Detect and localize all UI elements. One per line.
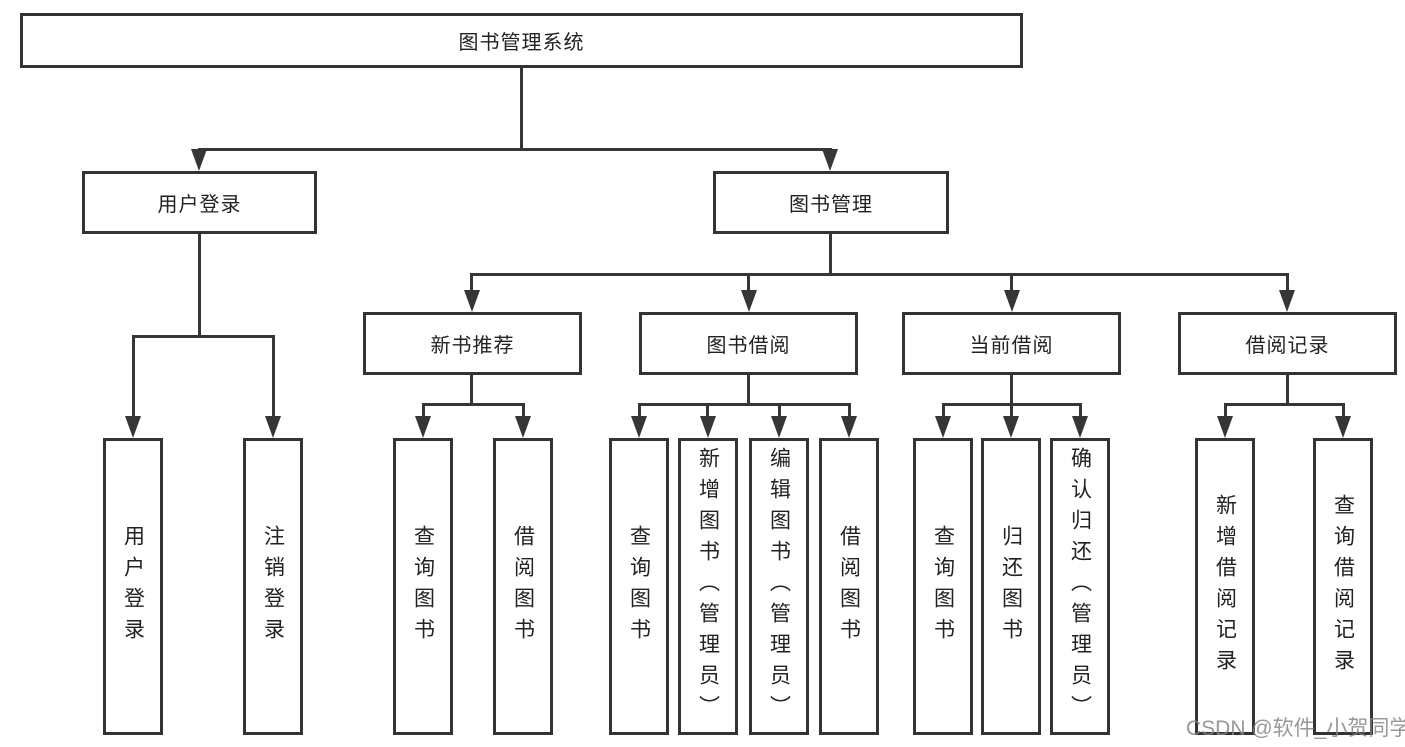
leaf-label: 新增借阅记录 <box>1213 493 1237 680</box>
edge-line <box>470 375 473 406</box>
edge-line <box>470 273 473 290</box>
edge-line <box>1079 403 1082 416</box>
leaf-query-books: 查询图书 <box>913 438 973 735</box>
leaf-confirm-return-admin: 确认归还（管理员） <box>1050 438 1110 735</box>
leaf-label: 编辑图书（管理员） <box>767 447 791 726</box>
edge-line <box>1010 403 1013 416</box>
edge-line <box>522 403 525 416</box>
edge-line <box>747 375 750 406</box>
arrow-down-icon <box>631 416 647 438</box>
leaf-label: 注销登录 <box>261 524 285 649</box>
edge-line <box>198 234 201 338</box>
leaf-label: 归还图书 <box>999 524 1023 649</box>
node-current-borrowing: 当前借阅 <box>902 312 1121 375</box>
leaf-logout: 注销登录 <box>243 438 303 735</box>
edge-line <box>132 335 135 416</box>
leaf-return-books: 归还图书 <box>981 438 1041 735</box>
leaf-label: 用户登录 <box>121 524 145 649</box>
node-user-login: 用户登录 <box>82 171 317 234</box>
leaf-label: 确认归还（管理员） <box>1068 447 1092 726</box>
edge-line <box>132 335 275 338</box>
leaf-borrow-books: 借阅图书 <box>493 438 553 735</box>
arrow-down-icon <box>741 290 757 312</box>
leaf-label: 查询借阅记录 <box>1331 493 1355 680</box>
edge-line <box>848 403 851 416</box>
node-book-management: 图书管理 <box>713 171 949 234</box>
node-library-management-system: 图书管理系统 <box>20 13 1023 68</box>
arrow-down-icon <box>1279 290 1295 312</box>
arrow-down-icon <box>935 416 951 438</box>
leaf-borrow-books: 借阅图书 <box>819 438 879 735</box>
arrow-down-icon <box>841 416 857 438</box>
leaf-label: 借阅图书 <box>837 524 861 649</box>
arrow-down-icon <box>1217 416 1233 438</box>
edge-line <box>470 273 1289 276</box>
arrow-down-icon <box>771 416 787 438</box>
leaf-user-login: 用户登录 <box>103 438 163 735</box>
node-label: 图书管理 <box>789 194 873 216</box>
node-book-borrowing: 图书借阅 <box>639 312 858 375</box>
leaf-edit-book-admin: 编辑图书（管理员） <box>749 438 809 735</box>
leaf-query-books: 查询图书 <box>393 438 453 735</box>
edge-line <box>638 403 851 406</box>
leaf-add-borrow-record: 新增借阅记录 <box>1195 438 1255 735</box>
edge-line <box>1010 375 1013 406</box>
arrow-down-icon <box>1072 416 1088 438</box>
edge-line <box>1342 403 1345 416</box>
arrow-down-icon <box>515 416 531 438</box>
arrow-down-icon <box>191 149 207 171</box>
csdn-watermark: CSDN @软件_小贺同学 <box>1186 717 1405 740</box>
arrow-down-icon <box>464 290 480 312</box>
edge-line <box>706 403 709 416</box>
arrow-down-icon <box>1003 416 1019 438</box>
edge-line <box>1286 273 1289 290</box>
leaf-query-borrow-record: 查询借阅记录 <box>1313 438 1373 735</box>
edge-line <box>1286 375 1289 406</box>
arrow-down-icon <box>125 416 141 438</box>
node-label: 用户登录 <box>157 194 242 216</box>
leaf-label: 查询图书 <box>931 524 955 649</box>
leaf-label: 查询图书 <box>627 524 651 649</box>
edge-line <box>1010 273 1013 290</box>
arrow-down-icon <box>822 149 838 171</box>
edge-line <box>520 68 523 148</box>
node-label: 图书管理系统 <box>458 32 585 54</box>
leaf-query-books: 查询图书 <box>609 438 669 735</box>
edge-line <box>422 403 425 416</box>
arrow-down-icon <box>1335 416 1351 438</box>
arrow-down-icon <box>415 416 431 438</box>
arrow-down-icon <box>1004 290 1020 312</box>
node-borrowing-records: 借阅记录 <box>1178 312 1397 375</box>
edge-line <box>638 403 641 416</box>
edge-line <box>747 273 750 290</box>
leaf-label: 借阅图书 <box>511 524 535 649</box>
edge-line <box>1224 403 1345 406</box>
node-label: 新书推荐 <box>430 335 515 357</box>
node-label: 图书借阅 <box>706 335 791 357</box>
edge-line <box>198 148 832 151</box>
arrow-down-icon <box>700 416 716 438</box>
arrow-down-icon <box>265 416 281 438</box>
edge-line <box>272 335 275 416</box>
edge-line <box>778 403 781 416</box>
leaf-label: 新增图书（管理员） <box>696 447 720 726</box>
node-label: 当前借阅 <box>969 335 1054 357</box>
node-label: 借阅记录 <box>1245 335 1330 357</box>
leaf-add-book-admin: 新增图书（管理员） <box>678 438 738 735</box>
edge-line <box>422 403 525 406</box>
node-new-book-recommend: 新书推荐 <box>363 312 582 375</box>
edge-line <box>942 403 945 416</box>
leaf-label: 查询图书 <box>411 524 435 649</box>
edge-line <box>829 234 832 276</box>
edge-line <box>1224 403 1227 416</box>
